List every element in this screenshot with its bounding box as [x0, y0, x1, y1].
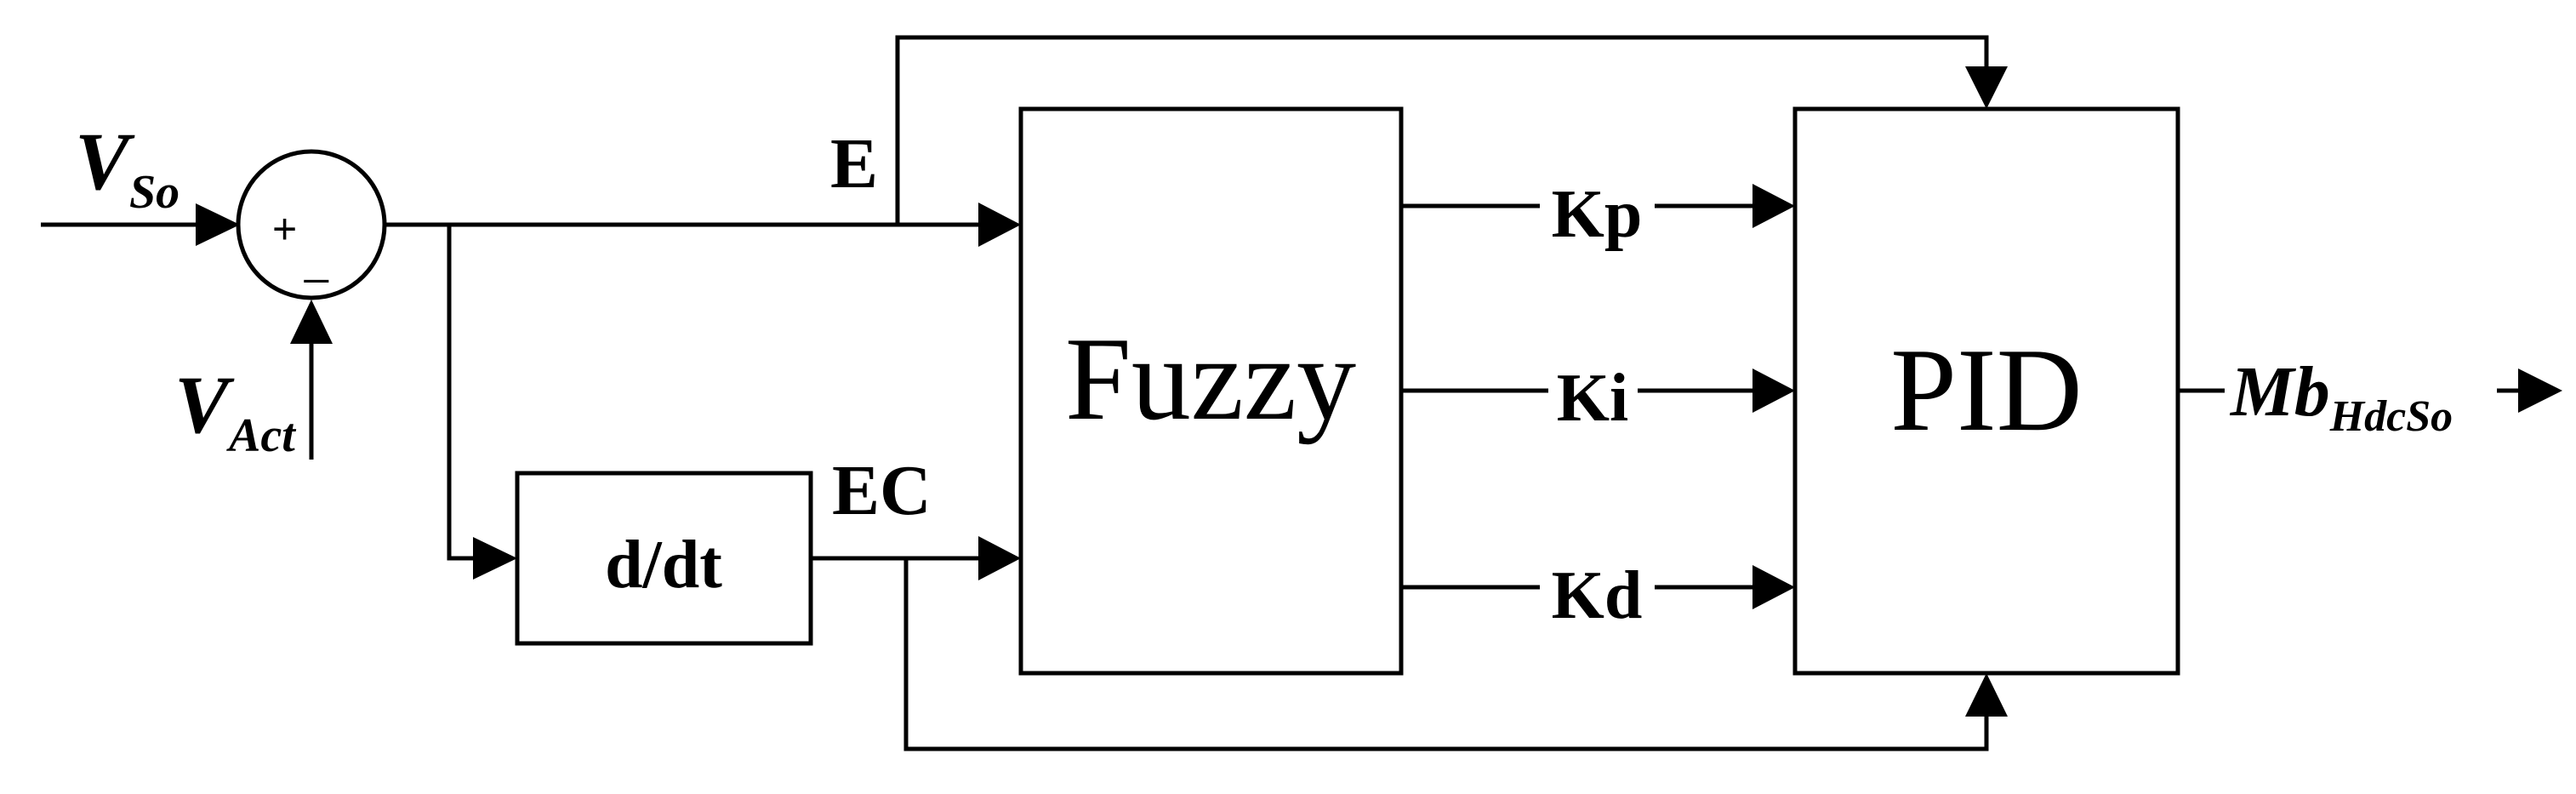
actual-sub: Act	[226, 409, 296, 462]
error-change-to-pid-arrow	[1965, 673, 2008, 717]
error-change-arrow	[978, 536, 1021, 580]
output-label: MbHdcSo	[2229, 352, 2453, 441]
actual-main: V	[174, 359, 235, 450]
derivative-block	[515, 471, 813, 646]
error-to-pid-line	[895, 35, 1989, 225]
ki-arrow	[1752, 368, 1795, 413]
plus-sign: +	[272, 205, 297, 253]
minus-sign: _	[304, 236, 329, 283]
error-arrow	[978, 203, 1021, 247]
fuzzy-block	[1018, 106, 1404, 676]
output-arrow	[2518, 368, 2562, 413]
pid-label: PID	[1890, 324, 2083, 456]
output-main: Mb	[2229, 352, 2330, 431]
actual-arrow	[290, 300, 333, 344]
fuzzy-label: Fuzzy	[1065, 313, 1356, 445]
kp-arrow	[1752, 184, 1795, 228]
kp-label: Kp	[1552, 177, 1643, 252]
error-label: E	[830, 124, 878, 203]
setpoint-label: VSo	[75, 116, 180, 219]
derivative-label: d/dt	[605, 528, 722, 603]
setpoint-sub: So	[129, 166, 180, 219]
ki-label: Ki	[1557, 361, 1628, 436]
error-change-label: EC	[832, 451, 932, 530]
kd-arrow	[1752, 565, 1795, 609]
output-sub: HdcSo	[2329, 392, 2453, 441]
error-change-to-pid-line	[903, 558, 1989, 751]
kd-label: Kd	[1552, 558, 1643, 633]
error-branch-line	[447, 225, 476, 561]
pid-block	[1792, 106, 2180, 676]
setpoint-main: V	[75, 116, 135, 207]
error-to-pid-arrow	[1965, 66, 2008, 109]
setpoint-arrow	[196, 203, 240, 246]
derivative-input-arrow	[473, 537, 517, 580]
actual-label: VAct	[174, 359, 296, 462]
